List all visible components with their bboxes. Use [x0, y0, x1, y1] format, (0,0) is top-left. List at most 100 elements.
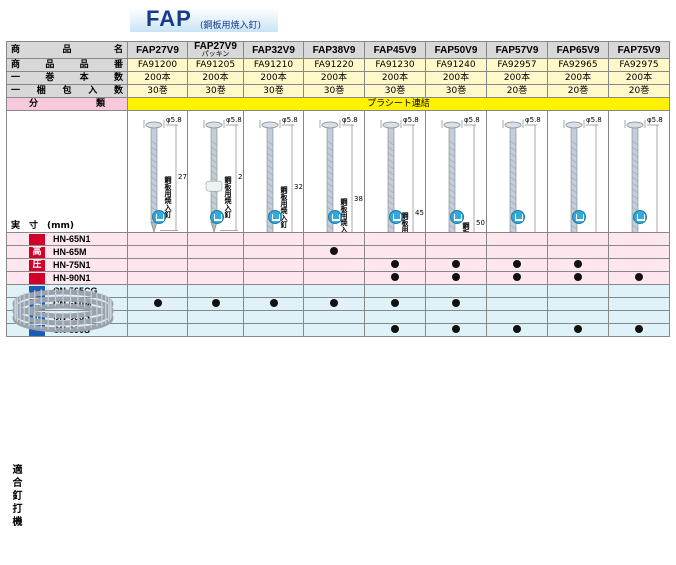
nail-ring [210, 152, 218, 158]
compat-cell [243, 310, 304, 324]
nail-ring [326, 170, 334, 176]
compat-cell [303, 232, 365, 246]
nail-ring [150, 158, 158, 164]
nail-head [382, 121, 400, 129]
row-per-coil-cell: 200本 [303, 71, 365, 85]
product-name: FAP57V9 [495, 44, 539, 56]
product-name: FAP27V9 [136, 44, 179, 56]
compat-cell [425, 284, 487, 298]
nail-ring [570, 140, 578, 146]
compat-cell [486, 310, 548, 324]
nail-ring [326, 140, 334, 146]
nail-point [150, 222, 158, 232]
compat-cell [425, 310, 487, 324]
row-per-box-cell: 30巻 [127, 84, 188, 98]
nail-cell: φ5.838φ2.9鋼板用焼入釘 [303, 110, 365, 233]
compatible-dot [452, 260, 460, 268]
compat-cell [547, 245, 609, 259]
packaging-icon [633, 210, 647, 224]
head-diameter: φ5.8 [464, 116, 480, 124]
row-per-box-cell: 30巻 [187, 84, 244, 98]
machine-label-cell: 圧 HN-75N1 [6, 258, 128, 272]
machine-name: HN-65M [53, 246, 87, 257]
nail-ring [150, 182, 158, 188]
nail-ring [631, 194, 639, 200]
compat-cell [547, 310, 609, 324]
nail-cell: φ5.875φ2.9鋼板用焼入釘 [608, 110, 670, 233]
nail-length: 50 [476, 219, 485, 228]
compat-cell [608, 271, 670, 285]
nail-drawing [441, 120, 476, 232]
compat-cell [547, 323, 609, 337]
label-product-name-char: 品 [62, 44, 72, 55]
row-per-coil-cell: 200本 [187, 71, 244, 85]
nail-cell: φ5.845φ2.9鋼板用焼入釘 [364, 110, 426, 233]
compatible-dot [452, 299, 460, 307]
nail-label: 鋼板用焼入釘 [280, 185, 288, 228]
nail-length: 27 [178, 172, 187, 181]
compatible-dot [513, 325, 521, 333]
label-per-box-char: 一 [11, 85, 21, 96]
compat-cell [127, 232, 188, 246]
compatible-dot [391, 260, 399, 268]
nail-head [626, 121, 644, 129]
label-per-coil: 一巻本数 [6, 71, 128, 85]
pressure-badge [29, 272, 45, 284]
nail-ring [150, 146, 158, 152]
nail-cell: φ5.857φ2.9鋼板用焼入釘 [486, 110, 548, 233]
machine-row: HN-90N1 [6, 271, 670, 285]
compatible-dot [391, 299, 399, 307]
head-diameter: φ5.8 [403, 116, 419, 124]
head-diameter: φ5.8 [647, 116, 663, 124]
pressure-badge: 圧 [29, 259, 45, 271]
compat-cell [547, 232, 609, 246]
nail-ring [631, 200, 639, 206]
label-compatible [8, 234, 30, 245]
spacer [8, 247, 30, 258]
nail-coil-image [12, 288, 114, 333]
compat-cell [425, 297, 487, 311]
compat-cell [187, 245, 244, 259]
page-title: FAP [146, 6, 192, 31]
label-actual-size: 実 寸 (mm) [6, 110, 128, 233]
nail-ring [326, 182, 334, 188]
compat-cell [187, 297, 244, 311]
nail-label: 鋼板用焼入釘 [164, 175, 172, 218]
product-name-cell: FAP75V9 [608, 41, 670, 59]
machine-name: HN-75N1 [53, 259, 91, 270]
compat-cell [608, 245, 670, 259]
machine-row: HN-65N1 [6, 232, 670, 246]
nail-ring [387, 182, 395, 188]
row-product-code-cell: FA91210 [243, 58, 304, 72]
nail-ring [509, 188, 517, 194]
nail-ring [631, 164, 639, 170]
nail-ring [448, 224, 456, 230]
nail-label: 鋼板用焼入釘 [399, 212, 410, 231]
nail-length: 27 [238, 172, 243, 181]
nail-ring [509, 176, 517, 182]
compatible-dot [574, 260, 582, 268]
nail-ring [387, 200, 395, 206]
compatible-machines-label: 適合釘打機 [10, 464, 21, 529]
compat-cell [364, 245, 426, 259]
nail-ring [448, 146, 456, 152]
compatible-dot [452, 325, 460, 333]
row-per-box-cell: 30巻 [364, 84, 426, 98]
nail-ring [210, 176, 218, 182]
product-name-cell: FAP38V9 [303, 41, 365, 59]
nail-drawing [380, 120, 415, 232]
nail-ring [150, 170, 158, 176]
nail-ring [387, 188, 395, 194]
nail-ring [631, 188, 639, 194]
nail-ring [387, 176, 395, 182]
label-classification-char: 類 [95, 98, 105, 109]
nail-ring [150, 176, 158, 182]
compat-cell [364, 258, 426, 272]
nail-ring [326, 224, 334, 230]
compat-cell [486, 271, 548, 285]
row-classification: 分類プラシート連結 [6, 97, 670, 111]
machine-row: CN-565CG [6, 284, 670, 298]
packaging-icon [389, 210, 403, 224]
nail-ring [326, 164, 334, 170]
